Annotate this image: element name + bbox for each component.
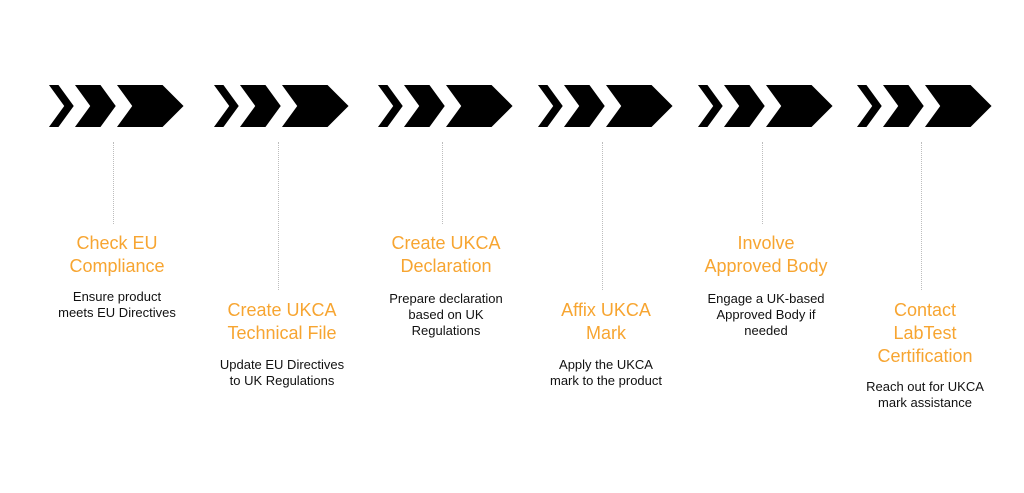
- process-step-5: Involve Approved Body Engage a UK-based …: [694, 0, 854, 493]
- chevron-arrows-icon: [45, 83, 187, 129]
- step-title: Involve Approved Body: [666, 232, 866, 278]
- step-description: Reach out for UKCA mark assistance: [825, 379, 1024, 411]
- step-description-line: Approved Body if: [716, 307, 816, 322]
- step-connector-line: [442, 142, 443, 224]
- step-title-line: Contact: [893, 300, 957, 320]
- step-description: Update EU Directives to UK Regulations: [182, 357, 382, 389]
- step-connector-line: [113, 142, 114, 224]
- step-description: Prepare declaration based on UK Regulati…: [346, 291, 546, 339]
- step-description-line: meets EU Directives: [58, 305, 176, 320]
- step-description-line: to UK Regulations: [229, 373, 335, 388]
- step-title: Create UKCA Declaration: [346, 232, 546, 278]
- step-description-line: Ensure product: [72, 289, 162, 304]
- step-title-line: Certification: [877, 346, 973, 366]
- step-title: Check EU Compliance: [17, 232, 217, 278]
- step-description: Engage a UK-based Approved Body if neede…: [666, 291, 866, 339]
- step-title: Create UKCA Technical File: [182, 299, 382, 345]
- step-title-line: Mark: [586, 323, 626, 343]
- process-step-1: Check EU Compliance Ensure product meets…: [45, 0, 205, 493]
- step-description-line: Reach out for UKCA: [866, 379, 984, 394]
- step-description-line: mark to the product: [550, 373, 662, 388]
- step-title-line: Approved Body: [704, 256, 828, 276]
- chevron-arrows-icon: [694, 83, 836, 129]
- step-description: Apply the UKCA mark to the product: [506, 357, 706, 389]
- step-title-line: Technical File: [227, 323, 337, 343]
- step-connector-line: [602, 142, 603, 290]
- process-step-6: Contact LabTest Certification Reach out …: [853, 0, 1013, 493]
- process-step-4: Affix UKCA Mark Apply the UKCA mark to t…: [534, 0, 694, 493]
- step-title-line: Involve: [737, 233, 795, 253]
- step-description-line: Update EU Directives: [219, 357, 345, 372]
- step-title-line: Create UKCA: [227, 300, 337, 320]
- step-description-line: Prepare declaration: [389, 291, 503, 306]
- step-description-line: mark assistance: [878, 395, 972, 410]
- step-title-line: Affix UKCA: [561, 300, 651, 320]
- step-connector-line: [278, 142, 279, 290]
- step-connector-line: [921, 142, 922, 290]
- process-step-2: Create UKCA Technical File Update EU Dir…: [210, 0, 370, 493]
- step-description-line: based on UK: [408, 307, 484, 322]
- step-title: Affix UKCA Mark: [506, 299, 706, 345]
- step-description: Ensure product meets EU Directives: [17, 289, 217, 321]
- step-description-line: Apply the UKCA: [559, 357, 653, 372]
- step-description-line: Regulations: [411, 323, 481, 338]
- step-title-line: Compliance: [69, 256, 165, 276]
- step-title-line: Create UKCA: [391, 233, 501, 253]
- step-connector-line: [762, 142, 763, 224]
- chevron-arrows-icon: [374, 83, 516, 129]
- step-title-line: LabTest: [893, 323, 957, 343]
- process-step-3: Create UKCA Declaration Prepare declarat…: [374, 0, 534, 493]
- step-description-line: Engage a UK-based: [707, 291, 825, 306]
- step-title-line: Check EU: [76, 233, 158, 253]
- chevron-arrows-icon: [853, 83, 995, 129]
- step-title: Contact LabTest Certification: [825, 299, 1024, 368]
- step-title-line: Declaration: [400, 256, 492, 276]
- step-description-line: needed: [744, 323, 788, 338]
- chevron-arrows-icon: [534, 83, 676, 129]
- chevron-arrows-icon: [210, 83, 352, 129]
